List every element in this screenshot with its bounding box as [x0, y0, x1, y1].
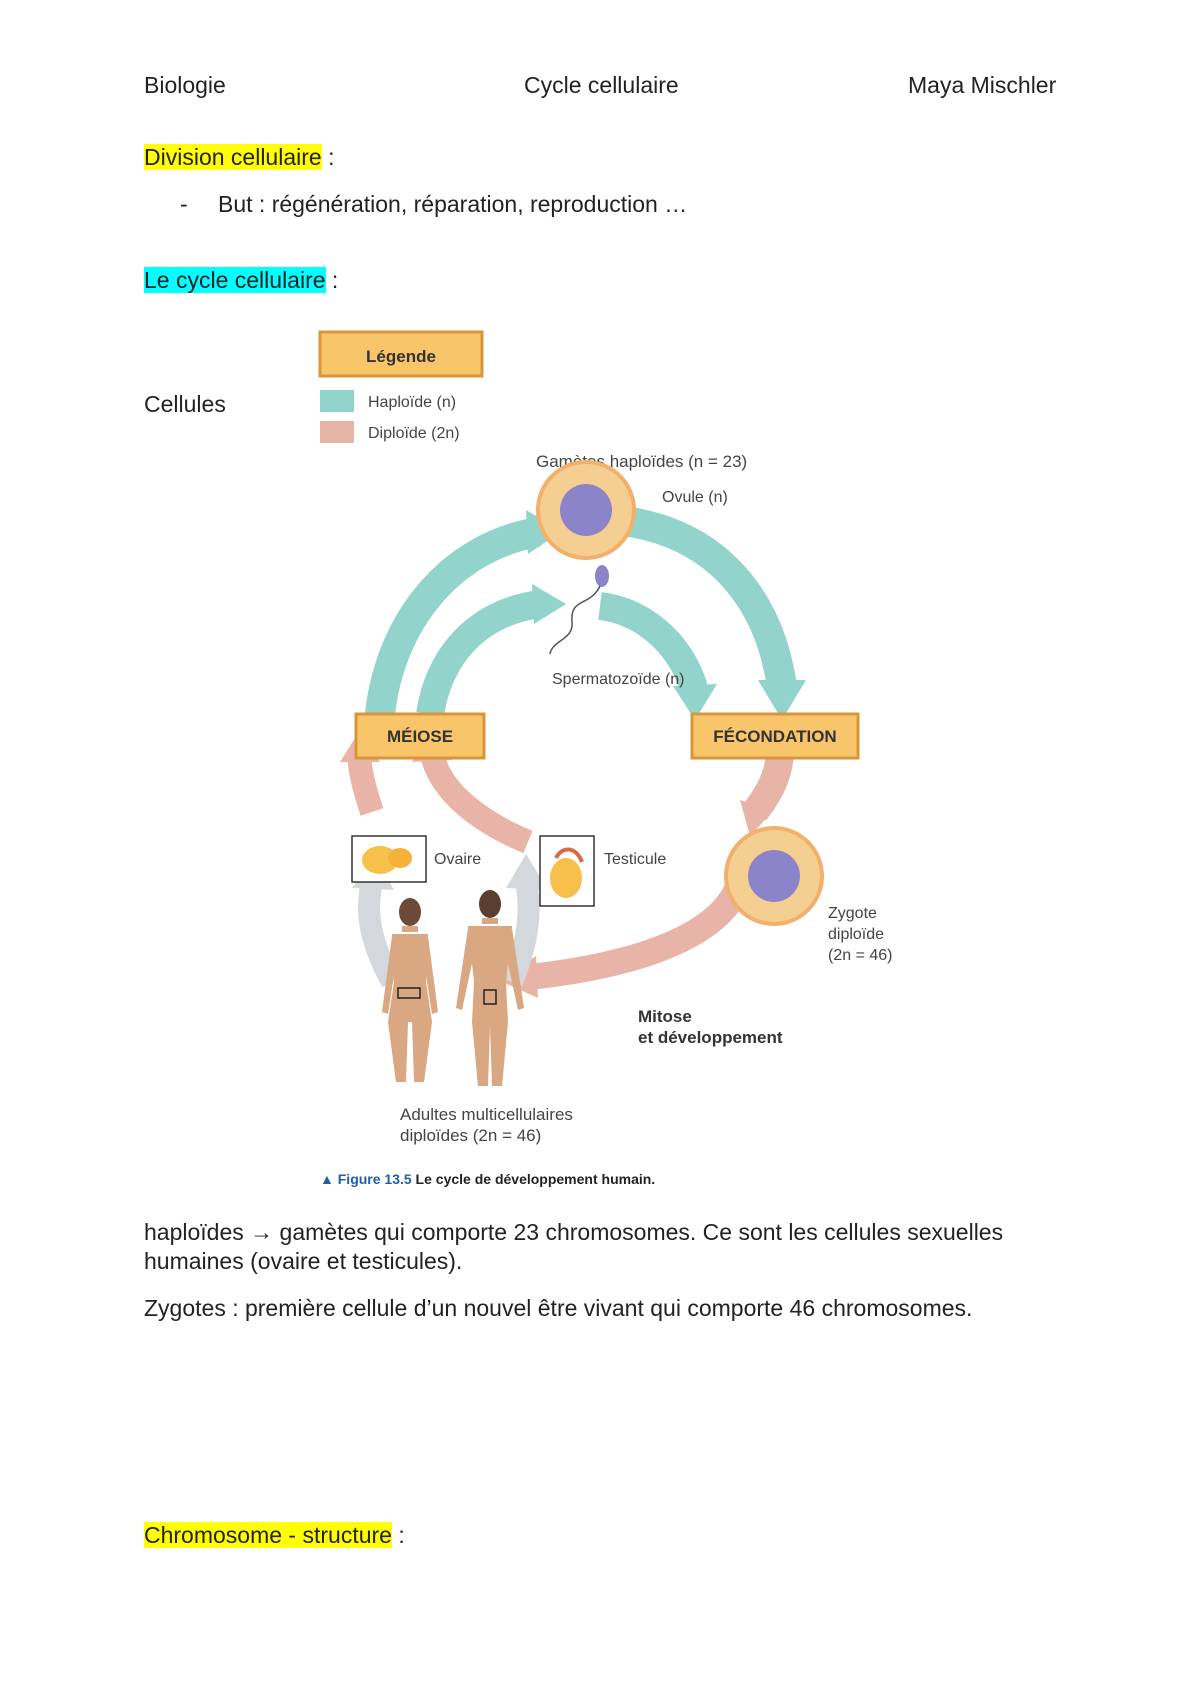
male-to-testicule-head	[506, 854, 548, 890]
ovule-nucleus	[560, 484, 612, 536]
legend-diploid-swatch	[320, 421, 354, 443]
zygote-label-1: Zygote	[828, 905, 877, 922]
inner-arrow-left	[416, 590, 543, 717]
male-adult-figure	[456, 890, 524, 1086]
ovule-label: Ovule (n)	[662, 489, 728, 506]
header-author: Maya Mischler	[908, 72, 1057, 98]
figure-caption-text: Le cycle de développement humain.	[412, 1171, 656, 1187]
outer-arrow-left	[365, 517, 541, 716]
section-chromosome-colon: :	[391, 1522, 405, 1548]
adults-label-2: diploïdes (2n = 46)	[400, 1126, 541, 1145]
fecondation-label: FÉCONDATION	[713, 727, 836, 746]
legend-title-box	[318, 330, 484, 378]
section-cycle-colon: :	[325, 267, 339, 293]
fecondation-to-zygote-head	[740, 800, 774, 836]
mitose-label-1: Mitose	[638, 1007, 692, 1026]
figure-caption: ▲ Figure 13.5 Le cycle de développement …	[320, 1171, 655, 1187]
female-to-ovaire-arrow	[358, 879, 402, 988]
meiose-box	[354, 712, 486, 760]
mitose-label-2: et développement	[638, 1028, 783, 1047]
section-division-heading: Division cellulaire :	[144, 144, 334, 171]
outer-arrow-right-head	[758, 680, 806, 720]
haploides-paragraph: haploïdes → gamètes qui comporte 23 chro…	[144, 1218, 1064, 1276]
section-chromosome-title: Chromosome - structure	[144, 1522, 392, 1548]
testicule-icon-duct	[554, 847, 584, 863]
inner-arrow-right-head	[673, 684, 717, 720]
section-division-colon: :	[321, 144, 335, 170]
zygote-label-2: diploïde	[828, 926, 884, 943]
inner-arrow-left-head	[532, 584, 566, 624]
meiose-label: MÉIOSE	[387, 727, 453, 746]
legend-diploid-label: Diploïde (2n)	[368, 425, 460, 442]
bullet-dash: -	[180, 191, 188, 217]
life-cycle-diagram: Légende Haploïde (n) Diploïde (2n) Gamèt…	[318, 330, 892, 1187]
header-title: Cycle cellulaire	[524, 72, 679, 98]
section-cycle-heading: Le cycle cellulaire :	[144, 267, 338, 294]
section-division-title: Division cellulaire	[144, 144, 322, 170]
zygote-nucleus	[748, 850, 800, 902]
ovaire-icon-lobe	[388, 848, 412, 868]
ovaire-icon	[362, 846, 398, 874]
section-chromosome-heading: Chromosome - structure :	[144, 1522, 405, 1549]
haploides-line-2: humaines (ovaire et testicules).	[144, 1248, 463, 1274]
testicule-to-meiose-arrow	[420, 750, 533, 854]
sperm-tail	[549, 585, 601, 655]
zygotes-paragraph: Zygotes : première cellule d’un nouvel ê…	[144, 1295, 973, 1321]
testicule-icon	[550, 858, 582, 898]
legend-haploid-swatch	[320, 390, 354, 412]
adults-label-1: Adultes multicellulaires	[400, 1105, 573, 1124]
sperm-label: Spermatozoïde (n)	[552, 671, 685, 688]
sperm-head	[595, 565, 609, 587]
mitose-arrow	[528, 877, 753, 990]
outer-arrow-right	[627, 507, 797, 690]
ovaire-label: Ovaire	[434, 851, 481, 868]
bullet-but: But : régénération, réparation, reproduc…	[218, 191, 688, 217]
cellules-label: Cellules	[144, 391, 226, 417]
testicule-label: Testicule	[604, 851, 666, 868]
fecondation-box	[690, 712, 860, 760]
legend-title: Légende	[366, 347, 436, 366]
section-cycle-title: Le cycle cellulaire	[144, 267, 326, 293]
female-adult-figure	[382, 898, 438, 1082]
zygote-label-3: (2n = 46)	[828, 947, 892, 964]
header-subject: Biologie	[144, 72, 226, 98]
haploides-line-1: haploïdes → gamètes qui comporte 23 chro…	[144, 1219, 1004, 1245]
inner-arrow-right	[597, 592, 709, 696]
legend-haploid-label: Haploïde (n)	[368, 394, 456, 411]
figure-caption-number: ▲ Figure 13.5	[320, 1171, 412, 1187]
